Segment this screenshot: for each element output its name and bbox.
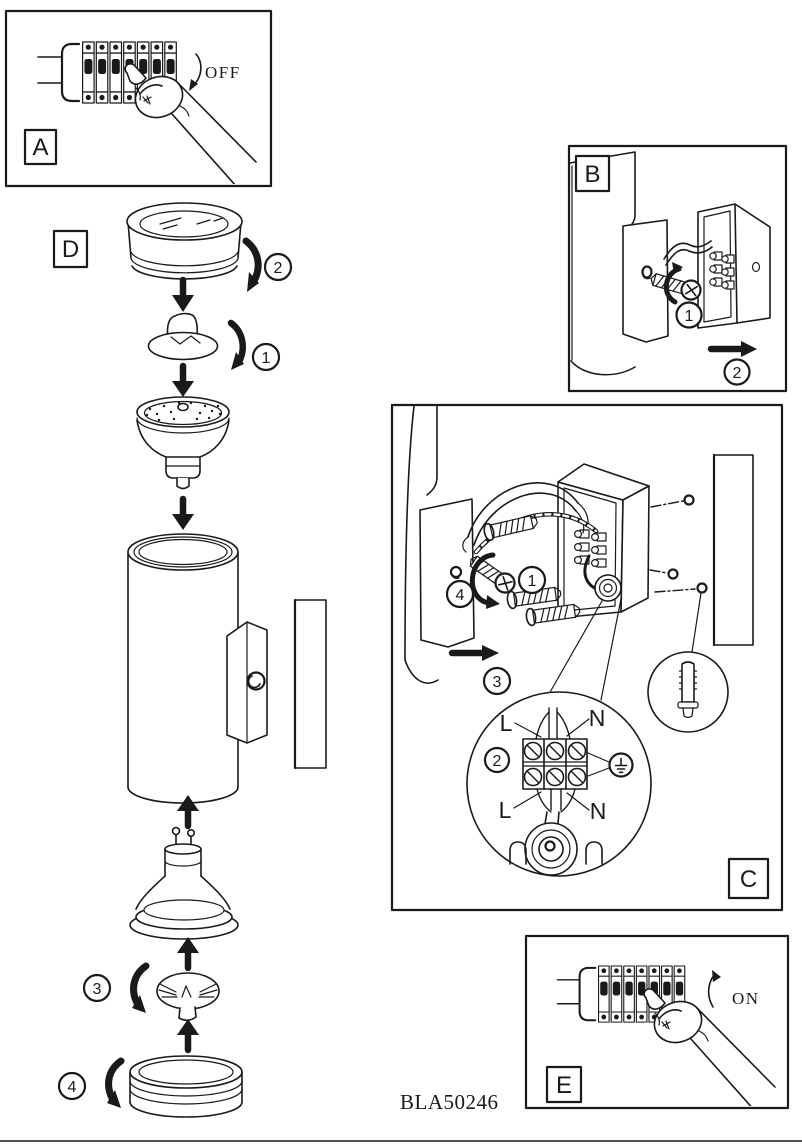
terminal-neutral-top: N xyxy=(589,705,606,731)
junction-box xyxy=(697,203,771,329)
terminal-screw-icon xyxy=(523,741,587,787)
earth-symbol-icon xyxy=(587,752,634,778)
svg-text:D: D xyxy=(62,236,79,263)
panel-e: ON E xyxy=(524,934,790,1110)
wall-mount-plate xyxy=(622,219,669,343)
wall-mount-plate xyxy=(226,621,268,744)
wire xyxy=(663,240,713,266)
svg-text:4: 4 xyxy=(456,587,465,604)
svg-text:C: C xyxy=(740,866,757,893)
bulb-face-dots xyxy=(145,401,222,422)
wall-plug-detail xyxy=(647,592,729,733)
terminal-neutral-bottom: N xyxy=(590,798,607,824)
step-circle-c1: 1 xyxy=(517,565,547,595)
svg-text:B: B xyxy=(584,161,600,188)
explode-arrow-icon xyxy=(172,495,194,530)
on-flick-arrow-icon xyxy=(707,970,721,1008)
explode-arrow-icon xyxy=(177,937,199,972)
svg-text:1: 1 xyxy=(528,573,537,590)
panel-d: D 2 xyxy=(52,202,327,1118)
panel-c: 4 1 3 xyxy=(390,403,784,912)
step-circle-c4: 4 xyxy=(445,579,475,609)
step-circle-d1: 1 xyxy=(251,342,281,372)
lamp-body xyxy=(127,533,268,804)
explode-arrow-icon xyxy=(172,276,194,312)
panel-b: 1 2 B xyxy=(567,144,788,393)
rotate-arrow-step4-icon xyxy=(105,1057,125,1108)
inner-lamp-cover xyxy=(147,312,219,361)
rotate-arrow-step2-icon xyxy=(242,237,262,292)
svg-text:2: 2 xyxy=(733,365,742,382)
panel-c-label: C xyxy=(727,857,770,900)
terminal-live-top: L xyxy=(500,710,513,736)
wall-hatch xyxy=(293,598,327,770)
svg-text:1: 1 xyxy=(262,350,271,367)
svg-text:3: 3 xyxy=(493,674,502,691)
step-circle-d2: 2 xyxy=(263,252,293,282)
unscrew-arrow-icon xyxy=(663,262,683,305)
trim-ring xyxy=(129,1055,243,1118)
terminal-screws xyxy=(709,251,735,290)
mount-boss xyxy=(585,841,603,865)
part-code: BLA50246 xyxy=(400,1090,499,1114)
push-arrow-icon xyxy=(448,645,499,661)
panel-a-label: A xyxy=(23,128,58,166)
svg-text:4: 4 xyxy=(68,1079,77,1096)
svg-text:2: 2 xyxy=(274,260,283,277)
step-circle-c2: 2 xyxy=(483,746,511,774)
glass-reflection xyxy=(159,217,224,230)
cable-gland xyxy=(583,554,622,602)
svg-text:E: E xyxy=(556,1072,572,1099)
explode-arrow-icon xyxy=(172,362,194,397)
gu10-bulb-top xyxy=(136,396,230,490)
screw-alignment-leaders xyxy=(649,494,708,594)
wall-hatch xyxy=(712,453,754,647)
explode-arrow-icon xyxy=(177,795,199,830)
gu10-bulb-bottom xyxy=(129,826,239,940)
rotate-arrow-step1-icon xyxy=(227,319,246,370)
junction-box xyxy=(557,463,650,619)
terminal-leaders xyxy=(513,718,590,811)
switch-state-off: OFF xyxy=(205,63,241,82)
step-circle-b2: 2 xyxy=(723,358,751,386)
lamp-body-side xyxy=(404,405,475,684)
detail-leader-lines xyxy=(548,598,622,701)
lamp-holder xyxy=(156,972,220,1022)
pull-arrow-icon xyxy=(707,341,757,357)
glass-lens xyxy=(126,202,243,280)
step-circle-b1: 1 xyxy=(675,301,703,329)
svg-text:3: 3 xyxy=(93,981,102,998)
terminal-live-bottom: L xyxy=(499,797,512,823)
step-circle-d3: 3 xyxy=(82,973,112,1003)
mount-boss xyxy=(509,841,527,865)
switch-state-on: ON xyxy=(732,989,760,1008)
screw-in-arrow-icon xyxy=(469,552,500,609)
panel-b-label: B xyxy=(574,154,611,193)
terminal-screws xyxy=(573,529,607,568)
panel-a: OFF A xyxy=(4,9,273,188)
panel-e-label: E xyxy=(545,1065,583,1104)
wires xyxy=(462,482,599,555)
explode-arrow-icon xyxy=(177,1019,199,1054)
svg-text:A: A xyxy=(32,134,48,161)
wall-mount-plate xyxy=(419,498,475,648)
svg-text:2: 2 xyxy=(493,753,502,770)
supply-cable xyxy=(524,811,578,876)
svg-text:1: 1 xyxy=(685,308,694,325)
off-flick-arrow-icon xyxy=(189,53,202,91)
terminal-block-detail: L N L N 2 xyxy=(466,691,652,877)
step-circle-d4: 4 xyxy=(57,1071,87,1101)
step-circle-c3: 3 xyxy=(482,666,512,696)
rotate-arrow-step3-icon xyxy=(130,962,150,1013)
panel-d-label: D xyxy=(52,229,89,269)
